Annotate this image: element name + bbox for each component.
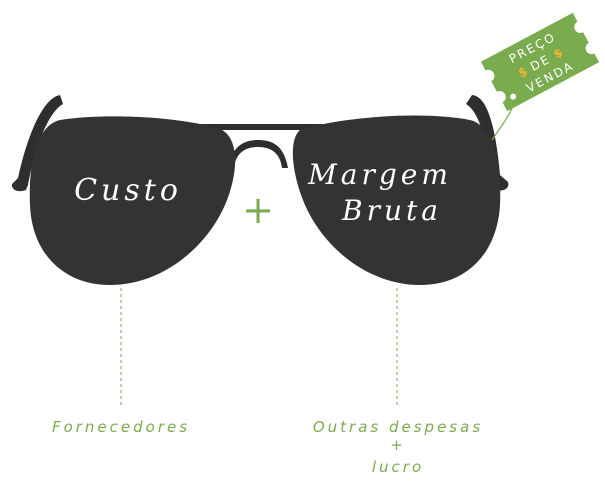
price-tag-hole: [510, 93, 517, 100]
suppliers-label: Fornecedores: [52, 418, 190, 436]
right-lens-label-line2: Bruta: [341, 194, 442, 227]
other-expenses-label: Outras despesas: [313, 418, 483, 436]
nose-bridge: [228, 140, 288, 168]
right-lens-label-line1: Margem: [307, 158, 452, 191]
expenses-plus-label: +: [390, 436, 406, 454]
left-temple-arm: [11, 95, 64, 192]
price-tag: PREÇO $ DE $ VENDA: [480, 12, 600, 112]
profit-label: lucro: [372, 458, 424, 476]
left-lens: [29, 116, 236, 285]
plus-operator: +: [242, 188, 274, 232]
right-lens: [292, 115, 501, 286]
left-lens-label: Custo: [74, 173, 182, 208]
price-tag-body: [480, 12, 600, 112]
tag-string: [491, 107, 513, 141]
top-bar: [183, 124, 330, 130]
